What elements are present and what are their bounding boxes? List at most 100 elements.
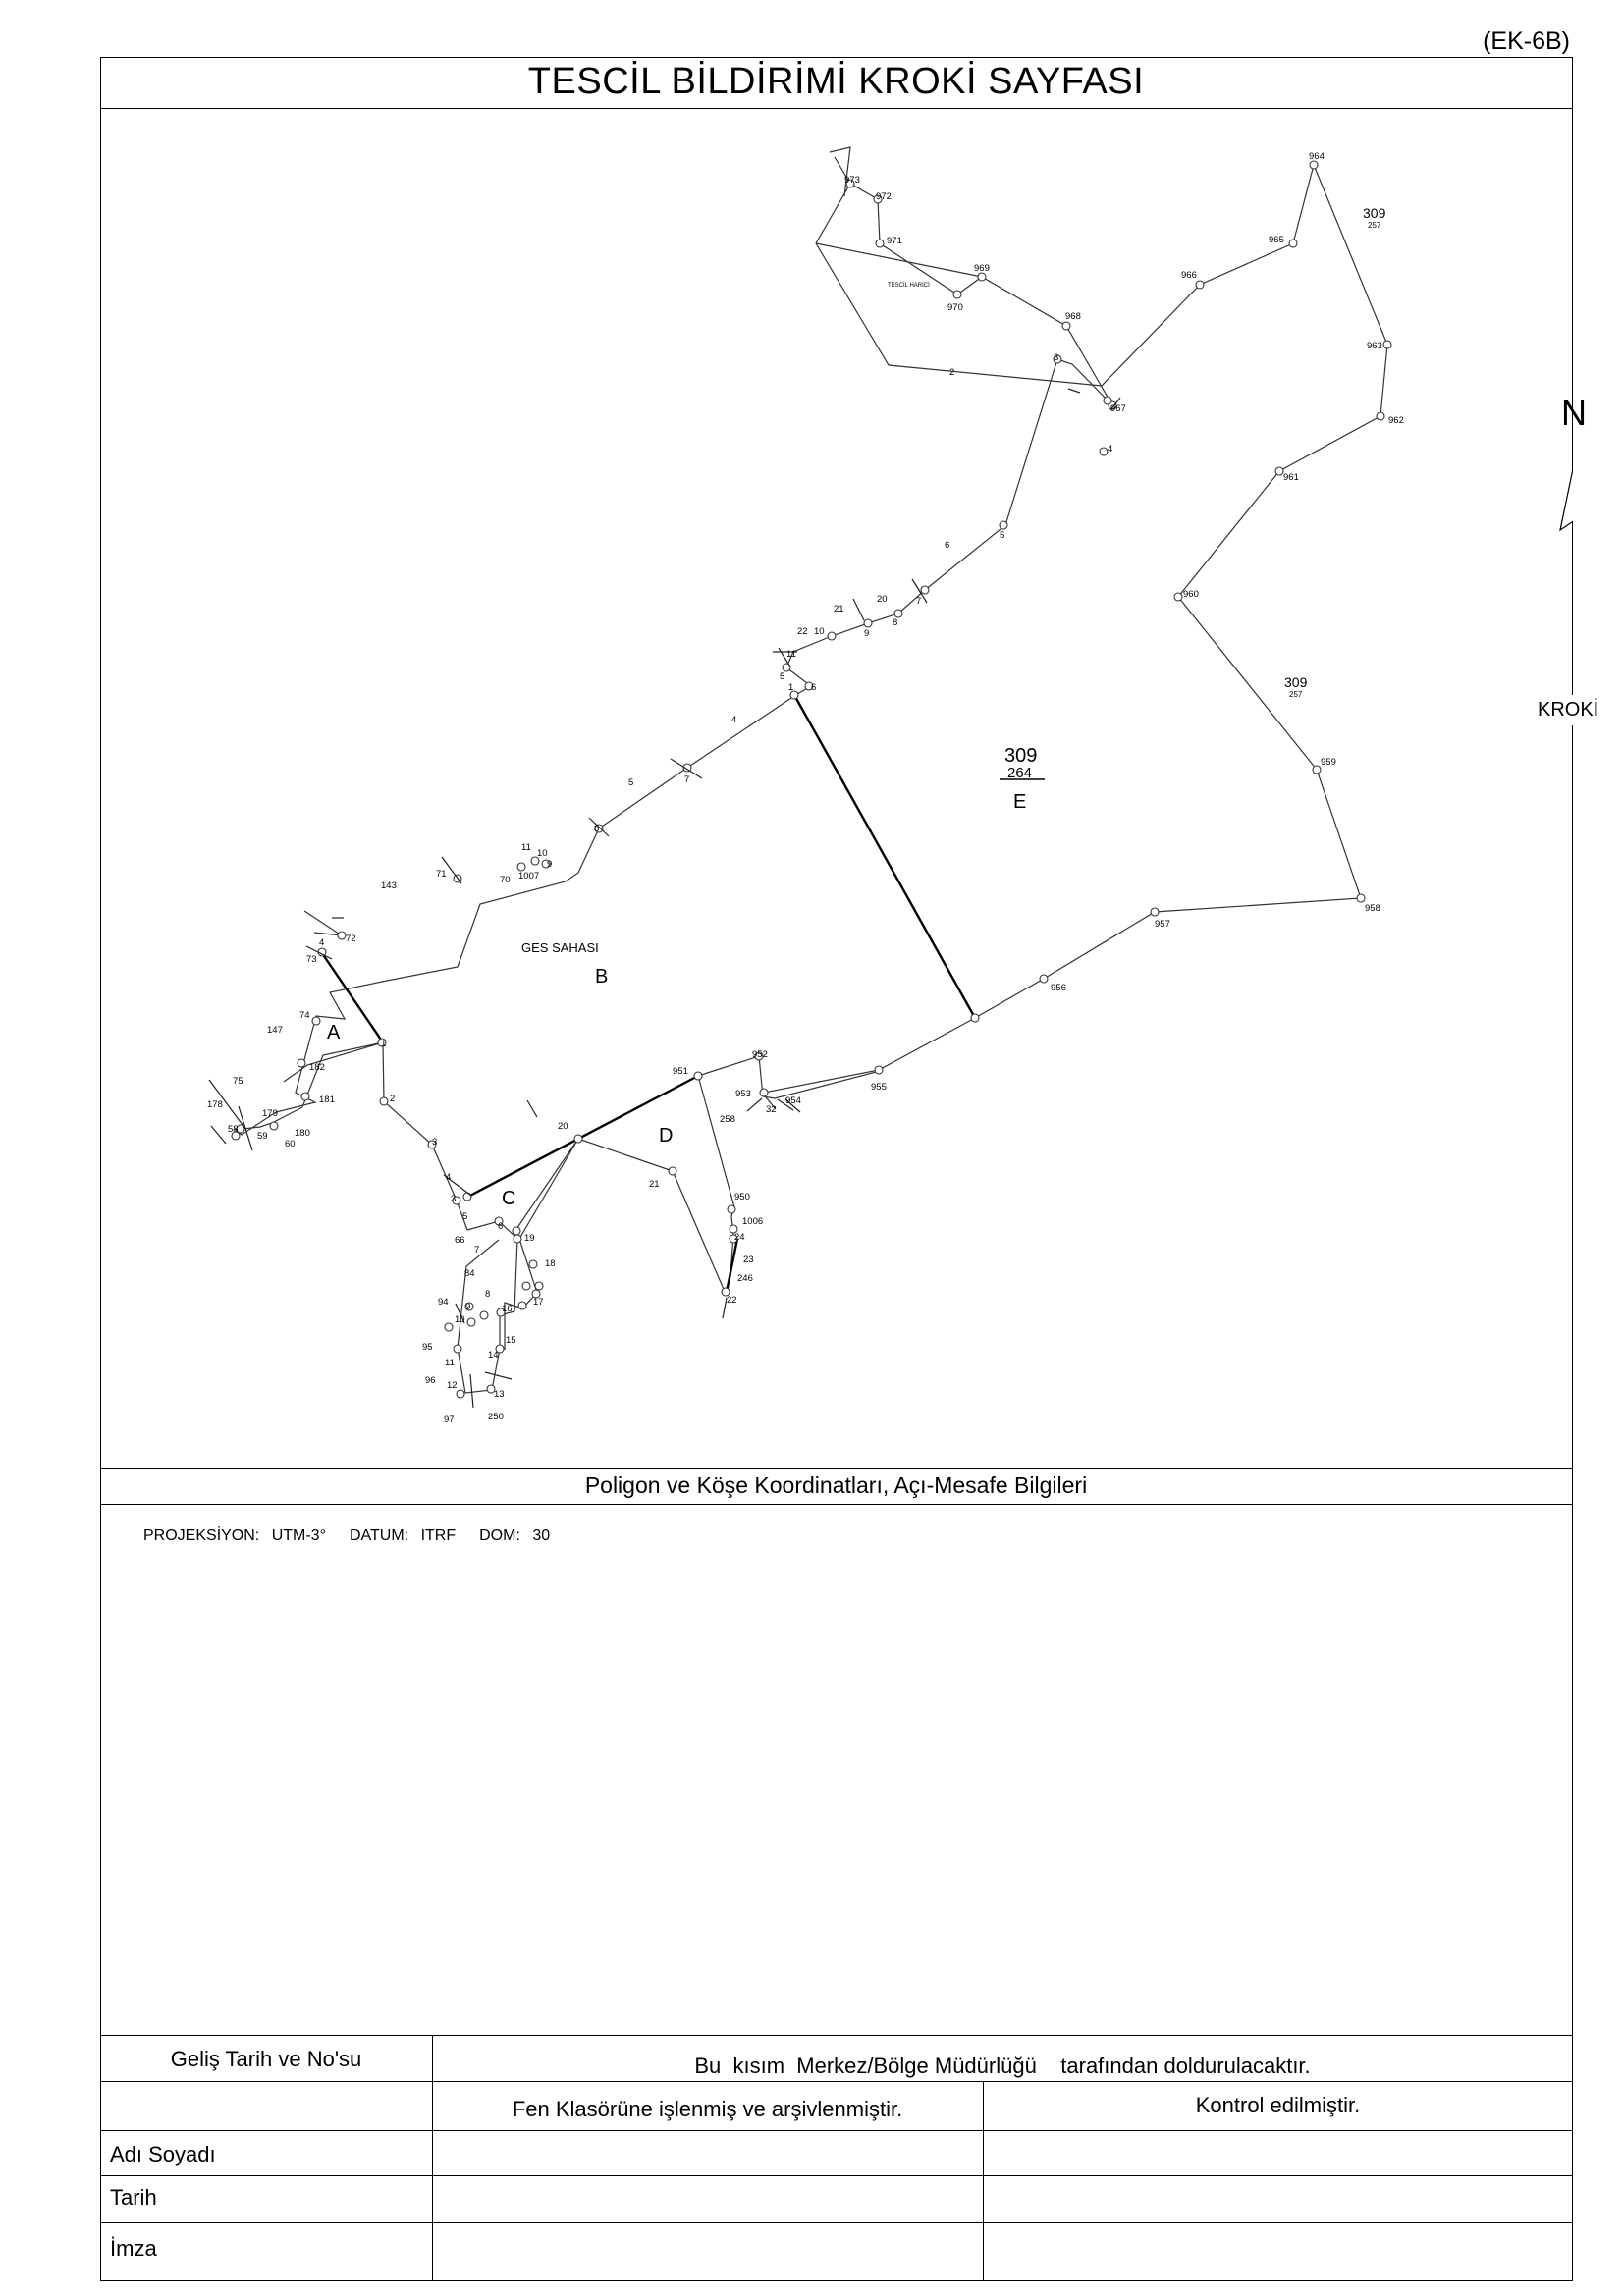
svg-text:4: 4 [446,1172,451,1183]
footer-col-2 [983,2081,984,2281]
svg-text:11: 11 [786,649,796,660]
tarih-label: Tarih [110,2185,157,2210]
area-label-b: B [595,966,608,988]
svg-text:23: 23 [743,1255,754,1265]
svg-text:1: 1 [381,1039,386,1049]
footer-top-border [100,2035,1573,2036]
svg-text:75: 75 [233,1076,243,1087]
svg-text:147: 147 [267,1025,283,1036]
svg-text:32: 32 [766,1104,777,1115]
svg-text:71: 71 [436,869,447,880]
svg-text:960: 960 [1183,589,1199,600]
svg-text:9: 9 [864,628,869,639]
svg-text:1007: 1007 [518,871,539,881]
svg-text:951: 951 [673,1066,688,1077]
dom-text: DOM: 30 [479,1527,551,1544]
svg-text:963: 963 [1367,341,1382,351]
svg-text:952: 952 [752,1049,768,1060]
doldurulacak-note: Bu kısım Merkez/Bölge Müdürlüğü tarafınd… [694,2054,1311,2078]
svg-text:8: 8 [485,1289,490,1300]
svg-text:59: 59 [257,1131,268,1142]
svg-text:9: 9 [547,859,552,870]
svg-text:3: 3 [451,1194,456,1204]
svg-text:20: 20 [558,1121,568,1132]
svg-text:66: 66 [455,1235,465,1246]
svg-text:9: 9 [465,1302,470,1312]
svg-text:7: 7 [474,1245,479,1255]
svg-text:70: 70 [500,875,511,885]
svg-text:964: 964 [1309,151,1325,162]
parcel-main-bottom: 264 [1007,765,1032,781]
footer-row-4 [100,2175,1573,2176]
svg-text:11: 11 [521,842,531,853]
svg-text:8: 8 [893,617,897,628]
svg-text:21: 21 [834,604,844,614]
adi-soyadi-label: Adı Soyadı [110,2142,216,2166]
svg-text:22: 22 [797,626,808,637]
svg-text:15: 15 [506,1335,516,1346]
svg-text:4: 4 [731,715,736,725]
svg-text:14: 14 [488,1350,499,1361]
svg-text:10: 10 [455,1314,465,1325]
svg-text:3: 3 [1054,352,1058,363]
svg-text:3: 3 [432,1137,437,1148]
coords-heading-divider [100,1504,1573,1505]
svg-text:246: 246 [737,1273,753,1284]
north-arrow-icon [1559,465,1573,532]
kontrol-label: Kontrol edilmiştir. [1195,2093,1361,2117]
svg-text:181: 181 [319,1095,335,1105]
svg-text:95: 95 [422,1342,433,1353]
svg-text:5: 5 [462,1211,467,1222]
parcel-p1-bottom: 257 [1368,221,1381,230]
svg-text:950: 950 [734,1192,750,1202]
svg-text:956: 956 [1051,983,1066,993]
form-code: (EK-6B) [1483,27,1570,55]
svg-text:967: 967 [1110,403,1126,414]
svg-text:10: 10 [537,848,548,859]
svg-text:1: 1 [788,682,793,693]
svg-text:954: 954 [785,1095,801,1106]
svg-text:955: 955 [871,1082,887,1093]
svg-text:5: 5 [780,671,784,682]
svg-text:970: 970 [947,302,963,313]
svg-text:7: 7 [684,774,689,785]
svg-text:969: 969 [974,263,990,274]
svg-text:965: 965 [1269,235,1284,245]
svg-text:24: 24 [734,1232,745,1243]
area-label-c: C [502,1188,515,1209]
svg-text:72: 72 [346,934,356,944]
area-label-d: D [659,1125,673,1147]
svg-text:11: 11 [445,1358,455,1368]
svg-text:97: 97 [444,1415,455,1425]
svg-text:962: 962 [1388,415,1404,426]
area-label-e: E [1013,791,1026,813]
svg-text:973: 973 [844,175,860,186]
svg-text:957: 957 [1155,919,1170,930]
svg-text:4: 4 [1108,444,1112,454]
kroki-label: KROKİ [1538,695,1599,725]
svg-text:5: 5 [628,777,633,788]
svg-text:74: 74 [299,1010,310,1021]
parcel-p2-top: 309 [1284,674,1308,690]
svg-text:966: 966 [1181,270,1197,281]
svg-text:250: 250 [488,1412,504,1422]
svg-text:58: 58 [228,1124,239,1135]
svg-text:959: 959 [1321,757,1336,768]
svg-text:2: 2 [949,367,954,378]
svg-text:22: 22 [727,1295,737,1306]
tescil-harici-label: TESCİL HARİCİ [888,282,930,289]
parcel-main-top: 309 [1004,745,1037,767]
svg-text:143: 143 [381,881,397,891]
page-frame [100,57,1573,2281]
parcel-p1-top: 309 [1363,205,1386,221]
svg-text:182: 182 [309,1062,325,1073]
svg-text:73: 73 [306,954,317,965]
svg-text:18: 18 [545,1258,556,1269]
footer-row-5 [100,2222,1573,2223]
parcel-p2-bottom: 257 [1289,690,1303,699]
svg-text:258: 258 [720,1114,735,1125]
svg-text:60: 60 [285,1139,296,1149]
